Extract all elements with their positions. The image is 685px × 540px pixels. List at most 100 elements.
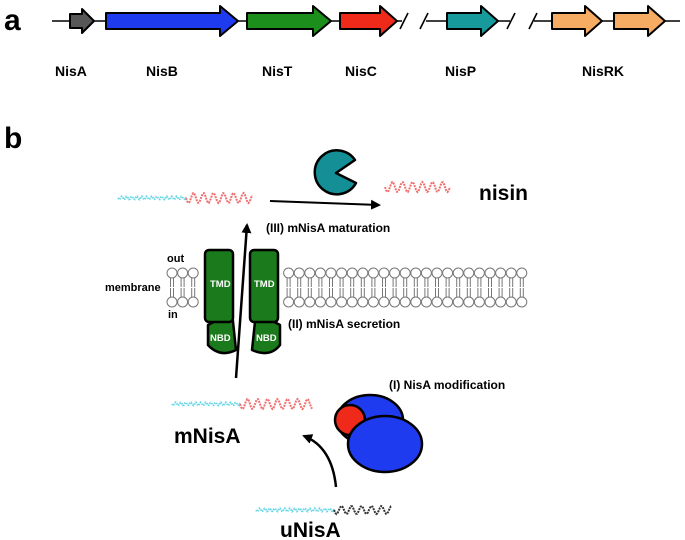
lipid-head xyxy=(505,267,517,279)
lipid-head xyxy=(399,267,411,279)
lipid-head xyxy=(314,296,326,308)
mnisa-peptide-extracellular xyxy=(117,191,253,205)
sequence-break-mark xyxy=(528,12,538,30)
lipid-head xyxy=(410,267,422,279)
lipid-head xyxy=(452,296,464,308)
lipid-head xyxy=(378,296,390,308)
lipid-head xyxy=(484,296,496,308)
lipid-head xyxy=(187,267,199,279)
lipid-head xyxy=(516,267,528,279)
lipid-head xyxy=(463,267,475,279)
gene-arrow-nisr xyxy=(551,5,603,37)
sequence-break-mark xyxy=(419,12,429,30)
nist-transporter: TMD TMD NBD NBD xyxy=(203,248,282,355)
gene-arrow-nisa xyxy=(69,8,95,34)
lipid-head xyxy=(357,296,369,308)
lipid-head xyxy=(420,267,432,279)
lipid-head xyxy=(325,296,337,308)
lipid-head xyxy=(495,296,507,308)
core-peptide xyxy=(239,397,313,411)
unisa-label: uNisA xyxy=(280,519,341,540)
lipid-head xyxy=(166,296,178,308)
lipid-head xyxy=(177,296,189,308)
lipid-head xyxy=(293,267,305,279)
nisb-subunit-front xyxy=(346,414,424,474)
lipid-head xyxy=(357,267,369,279)
tmd-label-left: TMD xyxy=(210,279,231,290)
lipid-head xyxy=(283,267,295,279)
step-modification-label: (I) NisA modification xyxy=(389,378,505,392)
lipid-head xyxy=(177,267,189,279)
unisa-peptide xyxy=(255,504,393,516)
mnisa-label: mNisA xyxy=(174,425,241,448)
lipid-head xyxy=(314,267,326,279)
lipid-head xyxy=(399,296,411,308)
core-peptide xyxy=(384,180,451,194)
mnisa-peptide xyxy=(171,397,313,411)
sequence-break-mark xyxy=(506,12,516,30)
lipid-head xyxy=(293,296,305,308)
nisbc-modification-complex xyxy=(333,393,424,474)
gene-arrow-nisk xyxy=(613,5,666,37)
lipid-head xyxy=(463,296,475,308)
lipid-head xyxy=(389,267,401,279)
gene-label-nist: NisT xyxy=(262,63,293,79)
nbd-label-left: NBD xyxy=(210,333,231,344)
nisin-label: nisin xyxy=(479,182,528,205)
tmd-label-right: TMD xyxy=(254,279,275,290)
panel-b-letter: b xyxy=(4,122,22,155)
gene-label-nisb: NisB xyxy=(146,63,178,79)
step-secretion-label: (II) mNisA secretion xyxy=(288,317,400,331)
gene-cluster xyxy=(52,5,680,37)
lipid-head xyxy=(336,267,348,279)
in-label: in xyxy=(168,309,178,321)
modification-arrow xyxy=(302,434,338,488)
nbd-label-right: NBD xyxy=(256,333,277,344)
lipid-head xyxy=(325,267,337,279)
lipid-head xyxy=(442,267,454,279)
membrane-label: membrane xyxy=(105,282,161,294)
lipid-head xyxy=(495,267,507,279)
lipid-head xyxy=(473,267,485,279)
lipid-head xyxy=(484,267,496,279)
lipid-head xyxy=(367,296,379,308)
lipid-head xyxy=(420,296,432,308)
leader-peptide xyxy=(255,506,335,514)
lipid-head xyxy=(166,267,178,279)
gene-arrow-nisb xyxy=(105,5,239,37)
lipid-head xyxy=(442,296,454,308)
lipid-head xyxy=(431,267,443,279)
lipid-head xyxy=(367,267,379,279)
lipid-head xyxy=(304,267,316,279)
gene-label-nisp: NisP xyxy=(445,63,476,79)
gene-arrow-nisp xyxy=(446,5,499,37)
lipid-head xyxy=(187,296,199,308)
sequence-break-mark xyxy=(399,12,409,30)
gene-label-nisrk: NisRK xyxy=(582,63,624,79)
core-peptide xyxy=(185,191,253,205)
lipid-head xyxy=(410,296,422,308)
lipid-head xyxy=(431,296,443,308)
gene-arrow-nisc xyxy=(339,5,398,37)
lipid-head xyxy=(389,296,401,308)
secretion-arrow xyxy=(234,223,252,379)
gene-label-nisa: NisA xyxy=(55,63,87,79)
out-label: out xyxy=(167,253,184,265)
lipid-head xyxy=(378,267,390,279)
tmd-domain-right xyxy=(248,248,280,324)
nisp-protease xyxy=(313,149,358,196)
lipid-bilayer xyxy=(166,267,528,308)
lipid-head xyxy=(473,296,485,308)
lipid-head xyxy=(304,296,316,308)
step-maturation-label: (III) mNisA maturation xyxy=(266,221,390,235)
leader-peptide xyxy=(171,400,241,408)
lipid-head xyxy=(336,296,348,308)
lipid-head xyxy=(283,296,295,308)
panel-a-letter: a xyxy=(4,4,21,37)
lipid-head xyxy=(516,296,528,308)
lipid-head xyxy=(452,267,464,279)
lipid-head xyxy=(346,296,358,308)
lipid-head xyxy=(346,267,358,279)
nisin-peptide xyxy=(384,180,451,194)
